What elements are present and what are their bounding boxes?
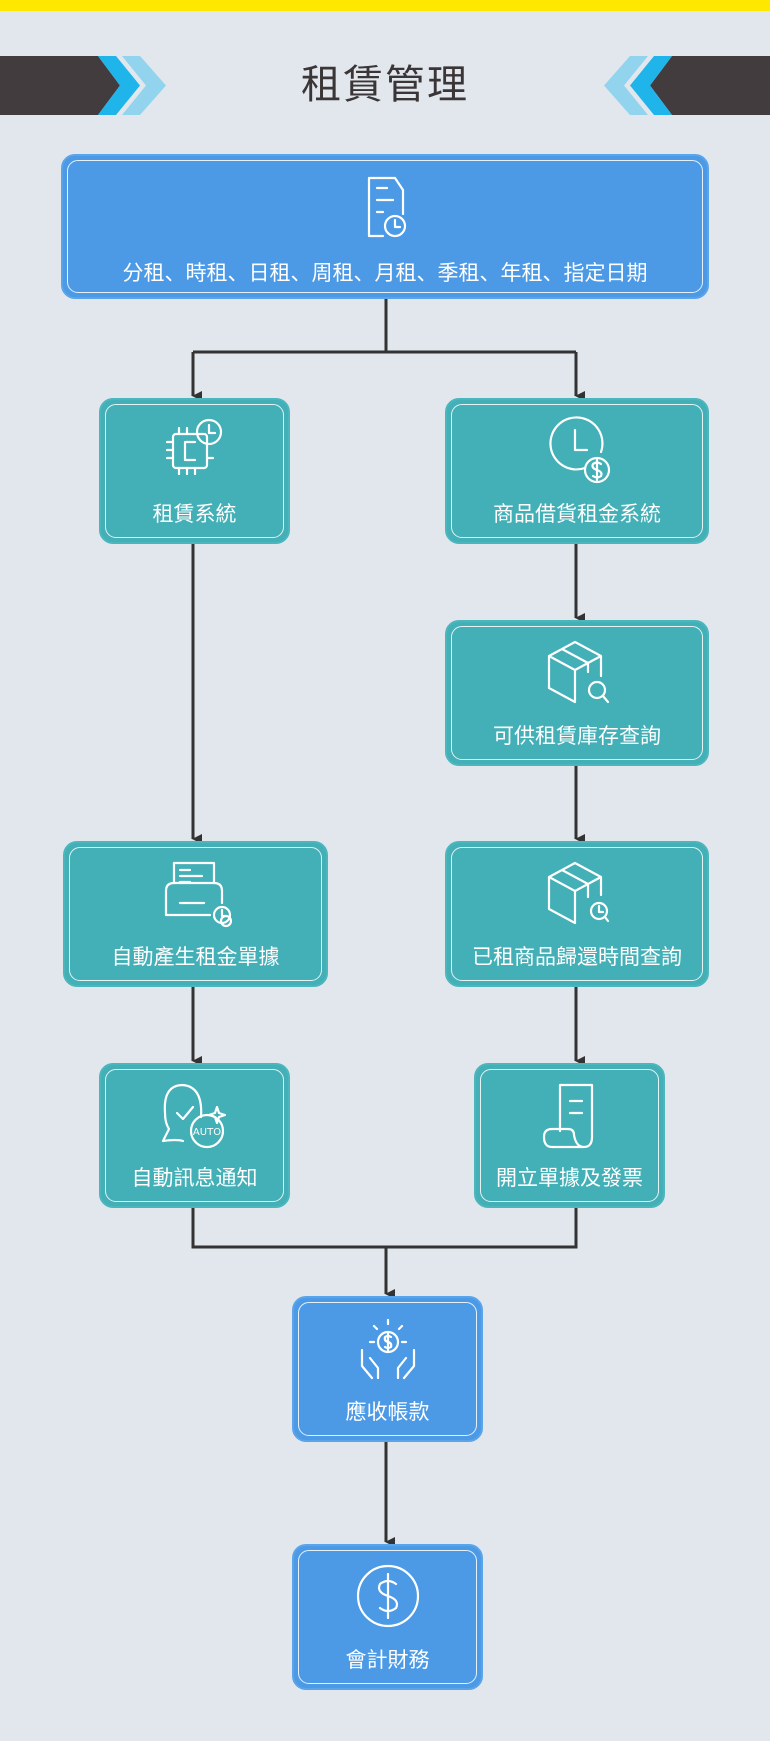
node-label: 應收帳款 [345,1400,430,1424]
node-label: 自動訊息通知 [131,1166,258,1190]
node-label: 已租商品歸還時間查詢 [472,945,682,969]
node-receivables: 應收帳款 [292,1296,483,1442]
node-label: 租賃系統 [152,502,237,526]
svg-text:AUTO: AUTO [192,1127,220,1138]
header-right-chevrons [604,56,770,115]
node-inventory-query: 可供租賃庫存查詢 [445,620,709,766]
node-label: 自動產生租金單據 [111,945,280,969]
node-goods-rental-system: 商品借貨租金系統 [445,398,709,544]
node-label: 可供租賃庫存查詢 [493,724,661,748]
printer-dollar-icon [164,861,232,928]
node-auto-receipt: 自動產生租金單據 [63,841,328,987]
header-left-chevrons [0,56,166,115]
clock-dollar-icon [549,416,611,484]
chat-auto-icon: AUTO [161,1083,226,1149]
page-title: 租賃管理 [301,62,469,108]
receipt-icon [542,1083,593,1149]
node-rental-system: 租賃系統 [99,398,290,544]
node-label: 商品借貨租金系統 [493,502,661,526]
node-invoice: 開立單據及發票 [474,1063,665,1208]
dollar-circle-icon [356,1564,419,1628]
hands-coin-icon [360,1318,415,1380]
node-label: 會計財務 [345,1648,430,1672]
node-label: 分租、時租、日租、周租、月租、季租、年租、指定日期 [122,261,648,285]
box-clock-icon [547,861,610,925]
node-rental-types: 分租、時租、日租、周租、月租、季租、年租、指定日期 [61,154,709,299]
box-search-icon [547,640,610,704]
node-auto-notify: AUTO 自動訊息通知 [99,1063,290,1208]
top-accent-bar [0,0,770,11]
node-accounting: 會計財務 [292,1544,483,1690]
document-clock-icon [367,176,407,238]
node-label: 開立單據及發票 [496,1166,643,1190]
node-return-time-query: 已租商品歸還時間查詢 [445,841,709,987]
chip-clock-icon [165,418,222,476]
